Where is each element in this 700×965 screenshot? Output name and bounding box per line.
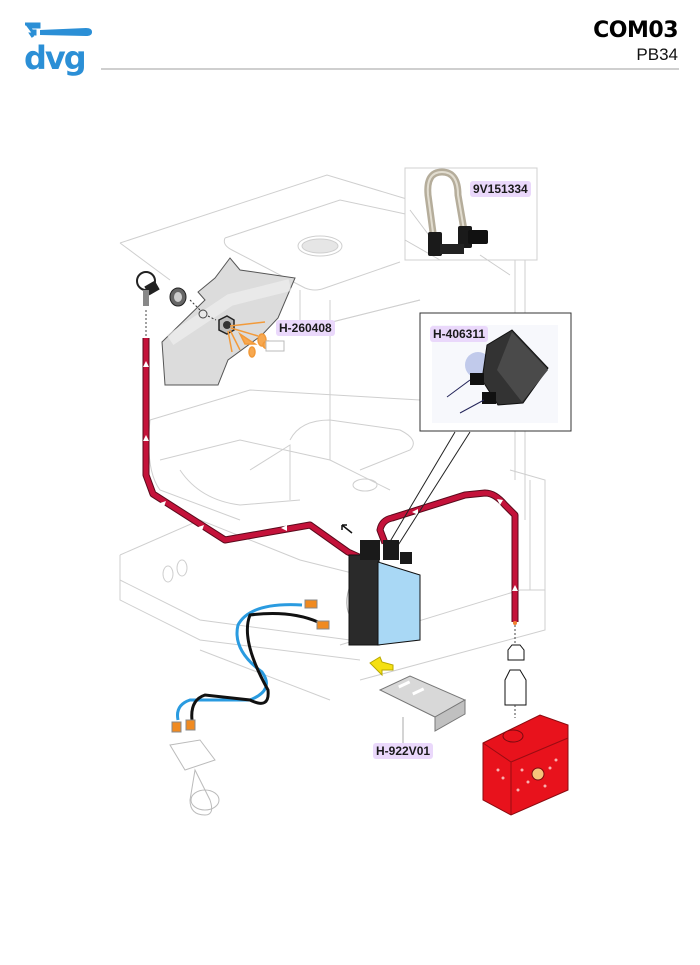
appliance-outline: [119, 174, 546, 701]
washer-icon: [198, 309, 208, 319]
solenoid-valve: [169, 739, 220, 816]
part-label-h922v01[interactable]: H-922V01: [373, 743, 434, 759]
logo-text: dvg: [24, 39, 87, 77]
part-label-9v151334[interactable]: 9V151334: [470, 181, 531, 197]
dvg-logo-icon: [25, 22, 92, 38]
water-tube-circuit: [142, 310, 519, 650]
wire-harness: [171, 599, 330, 733]
bracket: [378, 675, 467, 745]
insert-arrow-icon: [369, 656, 394, 677]
water-tank: [482, 714, 569, 816]
tank-cap-icon: [502, 729, 524, 743]
header-divider: [101, 68, 679, 70]
part-label-h406311[interactable]: H-406311: [430, 326, 489, 342]
inset-h406311: [384, 312, 572, 551]
flow-arrow-icon: [143, 361, 518, 591]
page-header: dvg COM03 PB34: [0, 0, 700, 90]
tank-fittings: [504, 644, 527, 718]
pump-main: [346, 540, 421, 646]
direction-arrow-icon: [341, 524, 353, 534]
nozzle-assembly: [136, 257, 296, 386]
document-subcode: PB34: [636, 45, 678, 64]
part-label-h260408[interactable]: H-260408: [276, 320, 335, 336]
document-code: COM03: [593, 18, 678, 43]
